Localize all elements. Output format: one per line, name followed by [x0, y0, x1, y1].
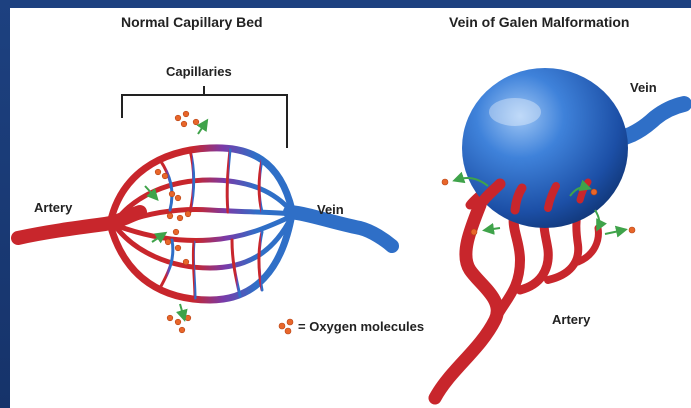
capillary-network [110, 148, 292, 300]
oxygen-legend-text: = Oxygen molecules [298, 319, 424, 334]
left-artery-label: Artery [34, 200, 72, 215]
vein-of-galen-title: Vein of Galen Malformation [449, 14, 629, 30]
capillaries-bracket [122, 95, 287, 148]
capillaries-label: Capillaries [166, 64, 232, 79]
sphere-highlight [489, 98, 541, 126]
left-vein-label: Vein [317, 202, 344, 217]
oxygen-molecule-icon [279, 319, 293, 334]
right-vein-label: Vein [630, 80, 657, 95]
vein-of-galen-malformation [435, 68, 684, 398]
vein-vessel [290, 212, 392, 246]
right-artery-label: Artery [552, 312, 590, 327]
normal-capillary-bed-title: Normal Capillary Bed [121, 14, 263, 30]
